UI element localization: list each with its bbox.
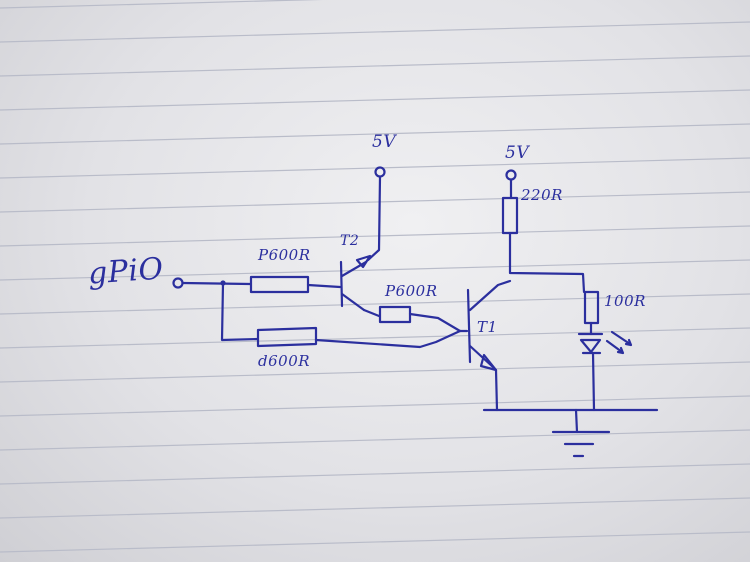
wire-bypass-t1 [314, 329, 462, 349]
supply-label-2: 5V [505, 143, 530, 163]
resistor-collector-label: 220R [521, 186, 563, 204]
transistor-t1 [458, 279, 512, 372]
gpio-terminal [172, 277, 184, 289]
resistor-t2-base-label: P600R [258, 246, 311, 264]
resistor-collector [501, 196, 519, 235]
wire-r2-t1 [408, 312, 462, 333]
resistor-bypass-label: d600R [258, 352, 311, 370]
supply-terminal-1 [374, 166, 386, 178]
gpio-label: gPiO [86, 251, 165, 292]
supply-terminal-2 [505, 169, 517, 181]
led [577, 330, 633, 355]
gpio-wire [181, 281, 252, 286]
supply-label-1: 5V [372, 132, 397, 152]
resistor-t2-emitter-label: P600R [385, 282, 438, 300]
wire-t2-5v [366, 175, 382, 262]
wire-collector [508, 231, 586, 294]
transistor-t2-label: T2 [340, 233, 360, 249]
resistor-t2-emitter [378, 305, 412, 324]
wire-t2-r2 [362, 308, 381, 318]
resistor-led-label: 100R [604, 292, 646, 310]
resistor-t2-base [249, 275, 310, 294]
wire-bypass-down [220, 281, 260, 342]
ground-symbol [551, 408, 611, 458]
transistor-t1-label: T1 [477, 318, 498, 336]
wire-t1-emitter [494, 368, 499, 412]
wire-r1-t2 [306, 283, 342, 289]
resistor-bypass [256, 326, 318, 348]
resistor-led [583, 290, 600, 325]
transistor-t2 [339, 254, 372, 312]
wire-led-ground [591, 351, 596, 412]
